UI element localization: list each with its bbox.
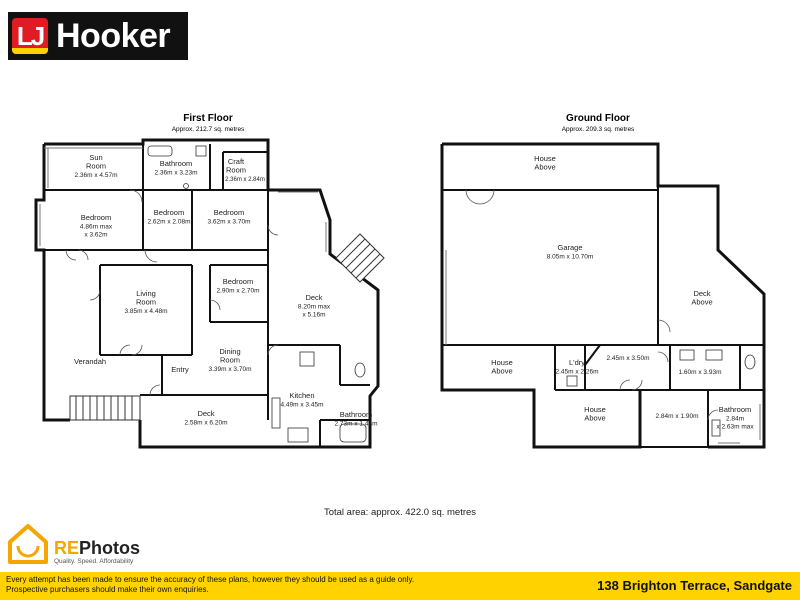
total-area: Total area: approx. 422.0 sq. metres [323, 507, 477, 518]
first-floor-fixtures [147, 145, 367, 443]
rephotos-tagline: Quality. Speed. Affordability [54, 558, 134, 565]
logo-initials: LJ [16, 20, 45, 51]
first-floor-title: First Floor [183, 113, 233, 124]
first-floor-doors [65, 189, 279, 396]
room-dims-2: 1.60m x 3.93m [679, 369, 722, 376]
verandah-stairs [69, 395, 141, 421]
ground-floor-windows [445, 250, 761, 444]
room-verandah: Verandah [74, 357, 106, 366]
house-icon [8, 524, 48, 564]
ground-floor-doors [465, 189, 719, 421]
disclaimer-text: Every attempt has been made to ensure th… [6, 575, 415, 594]
ground-floor-fixtures [566, 349, 756, 437]
ground-floor-title: Ground Floor [566, 113, 630, 124]
logo-name: Hooker [56, 16, 171, 55]
ground-floor-area: Approx. 209.3 sq. metres [562, 126, 635, 133]
lj-hooker-logo: LJ Hooker [8, 12, 188, 60]
deck-stairs [335, 233, 385, 283]
footer-bar: Every attempt has been made to ensure th… [0, 572, 800, 600]
ground-floor-walls [440, 142, 766, 449]
first-floor-area: Approx. 212.7 sq. metres [172, 126, 245, 133]
room-entry: Entry [171, 365, 189, 374]
room-dims-1: 2.45m x 3.50m [607, 355, 650, 362]
room-dims-3: 2.84m x 1.90m [656, 413, 699, 420]
rephotos-logo: REPhotos Quality. Speed. Affordability [6, 520, 156, 568]
first-floor-walls [34, 138, 380, 449]
lj-logo-mark-icon: LJ [12, 18, 48, 54]
property-address: 138 Brighton Terrace, Sandgate [597, 578, 792, 593]
rephotos-name: REPhotos [54, 538, 141, 558]
first-floor-windows [39, 147, 327, 252]
